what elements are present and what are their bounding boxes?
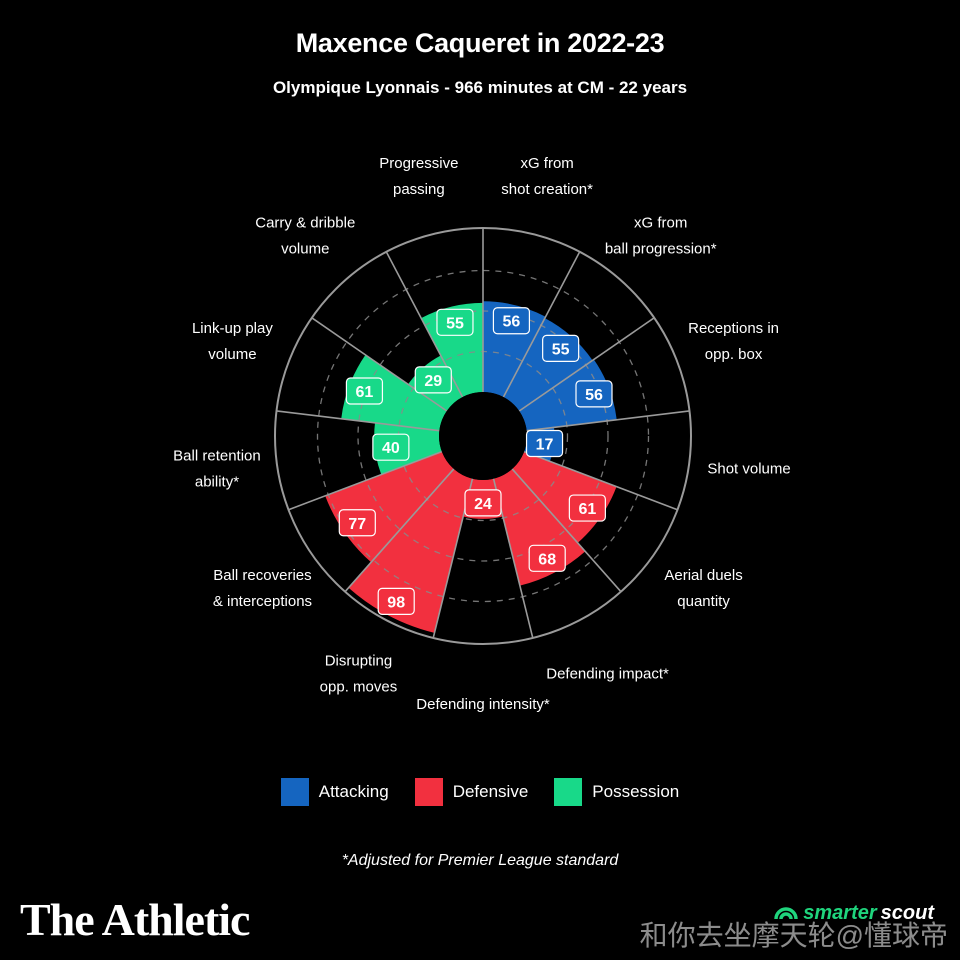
value-label-0: 56 [503, 314, 521, 331]
value-badge-1 [542, 334, 580, 362]
value-badge-11 [414, 366, 452, 394]
spoke-11 [311, 317, 448, 412]
category-label-6: Defending intensity* [416, 696, 550, 713]
bar-10 [341, 354, 447, 431]
value-label-8: 77 [348, 516, 366, 533]
value-badge-9 [372, 433, 410, 461]
spoke-5 [511, 468, 622, 593]
value-label-7: 98 [387, 594, 405, 611]
value-badge-8 [338, 509, 376, 537]
category-label-5: Defending impact* [546, 665, 669, 682]
legend-swatch-defensive [414, 778, 443, 806]
legend-item-possession: Possession [554, 778, 679, 806]
value-label-4: 61 [578, 501, 596, 518]
legend-label-possession: Possession [592, 782, 680, 801]
value-badge-12 [436, 308, 474, 336]
value-badge-4 [568, 494, 606, 522]
value-label-1: 55 [552, 341, 570, 358]
legend-item-attacking: Attacking [280, 778, 389, 806]
value-badge-6 [464, 489, 502, 517]
legend-label-attacking: Attacking [318, 782, 389, 801]
value-label-9: 40 [382, 440, 400, 457]
category-label-3: Shot volume [707, 460, 790, 477]
value-badge-2 [575, 380, 613, 408]
legend-label-defensive: Defensive [452, 782, 529, 801]
value-badge-3 [525, 429, 564, 458]
partner-logo-b: scout [880, 902, 934, 924]
value-label-5: 68 [538, 551, 556, 568]
center-hole [439, 392, 527, 480]
legend: Attacking Defensive Possession [0, 778, 960, 806]
value-badge-10 [345, 377, 384, 405]
legend-swatch-attacking [280, 778, 309, 806]
page-subtitle: Olympique Lyonnais - 966 minutes at CM -… [272, 78, 688, 97]
value-label-10: 61 [356, 384, 374, 401]
value-badge-5 [528, 544, 566, 572]
value-label-12: 55 [446, 315, 464, 332]
spoke-8 [344, 468, 455, 593]
brand-logo: The Athletic [20, 894, 250, 945]
value-label-11: 29 [424, 373, 442, 390]
spoke-3 [526, 410, 690, 432]
value-label-3: 17 [536, 436, 554, 453]
spoke-10 [276, 410, 440, 432]
value-badge-7 [377, 587, 415, 615]
partner-logo-a: smarter [803, 902, 877, 924]
legend-swatch-possession [554, 778, 583, 806]
category-label-8: Ball recoveries& interceptions [213, 567, 312, 610]
watermark: 和你去坐摩天轮@懂球帝 [639, 920, 948, 951]
spoke-4 [523, 450, 678, 511]
spoke-1 [502, 251, 581, 398]
value-badge-0 [492, 307, 531, 335]
smarterscout-icon [774, 906, 799, 919]
value-label-6: 24 [474, 496, 492, 513]
spoke-2 [518, 317, 655, 412]
bar-2 [519, 359, 617, 431]
grid-ring-2 [316, 269, 650, 603]
page-title: Maxence Caqueret in 2022-23 [295, 28, 665, 58]
legend-item-defensive: Defensive [414, 778, 529, 806]
footnote: *Adjusted for Premier League standard [341, 852, 619, 869]
spoke-9 [288, 450, 443, 511]
value-label-2: 56 [585, 387, 603, 404]
